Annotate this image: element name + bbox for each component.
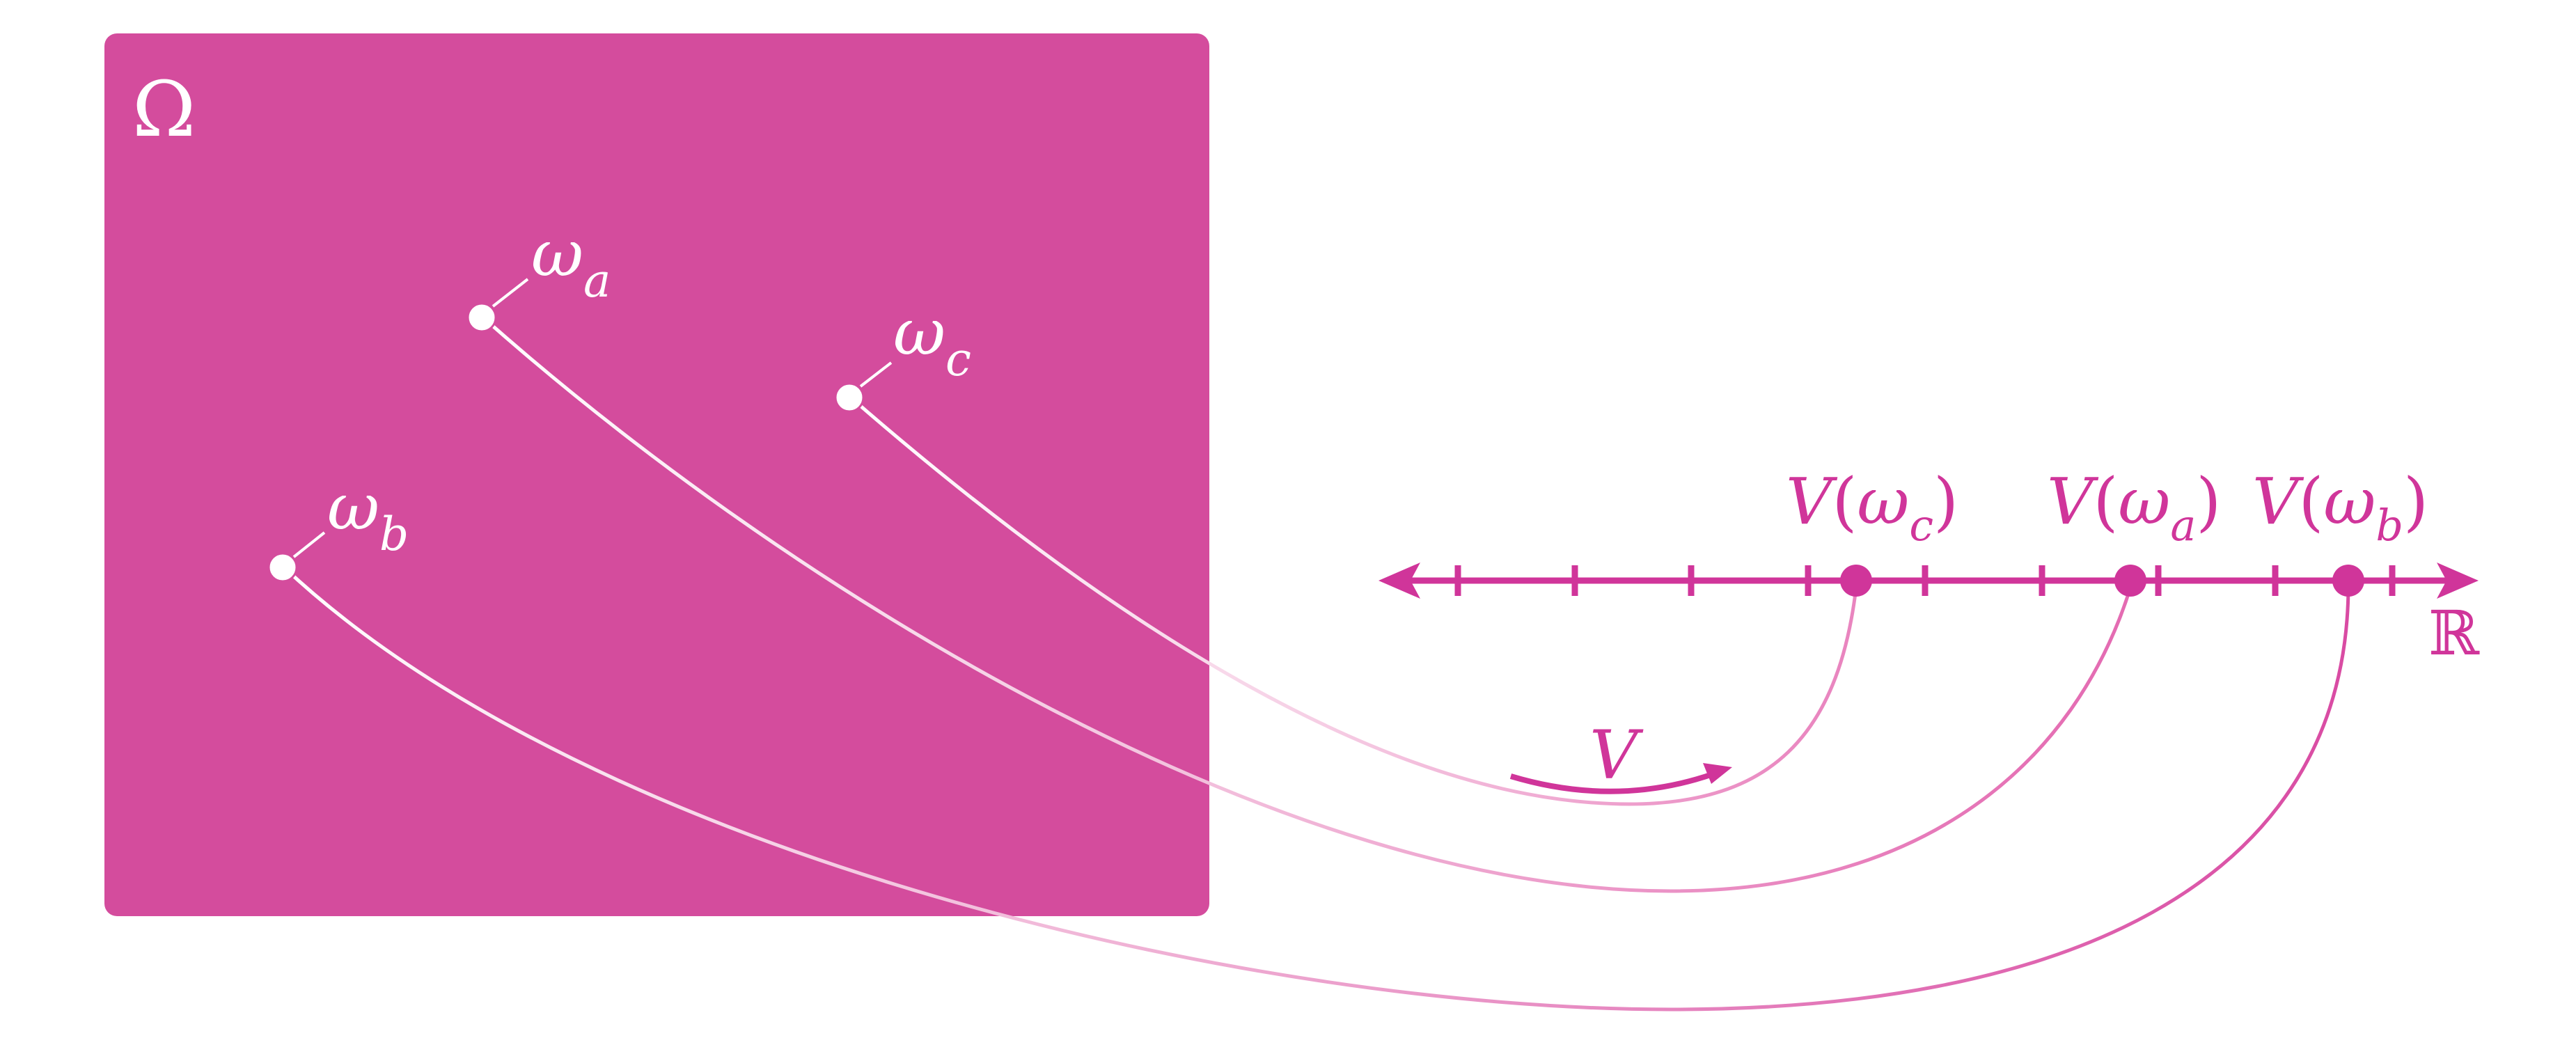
real-line-arrow-right xyxy=(2437,563,2479,599)
image-b-label: V(ωb) xyxy=(2252,464,2428,551)
outcome-a: ωa xyxy=(466,217,611,333)
outcome-b-label: ωb xyxy=(327,470,409,561)
outcome-c: ωc xyxy=(834,295,971,413)
mapping-curve-a xyxy=(482,317,2133,893)
outcome-b-point xyxy=(267,552,298,583)
real-line-ticks xyxy=(1454,565,2396,596)
image-point-a: V(ωa) xyxy=(2047,464,2221,597)
image-b-dot xyxy=(2332,565,2364,597)
outcome-a-point xyxy=(466,302,497,333)
mapping-arrow-head xyxy=(1703,763,1732,784)
outcome-c-leader xyxy=(859,361,893,388)
sample-space-box xyxy=(104,33,1209,916)
real-line-arrow-left xyxy=(1379,563,1420,599)
outcome-c-label: ωc xyxy=(893,295,971,386)
mapping-arrow-shaft xyxy=(1509,771,1714,794)
real-number-line: ℝ xyxy=(1379,563,2480,669)
outcome-c-point xyxy=(834,382,865,413)
image-c-label: V(ωc) xyxy=(1786,464,1958,551)
image-point-b: V(ωb) xyxy=(2252,464,2428,597)
mapping-curve-b xyxy=(283,566,2350,1012)
image-a-dot xyxy=(2114,565,2146,597)
real-line-label: ℝ xyxy=(2428,597,2480,669)
sample-space-label: Ω xyxy=(132,65,196,154)
outcome-a-leader xyxy=(492,278,529,308)
outcome-a-label: ωa xyxy=(531,217,611,308)
mapping-annotation: V xyxy=(1509,716,1732,794)
image-a-label: V(ωa) xyxy=(2047,464,2221,551)
image-c-dot xyxy=(1840,565,1872,597)
image-point-c: V(ωc) xyxy=(1786,464,1958,597)
mapping-label: V xyxy=(1589,716,1644,794)
outcome-b-leader xyxy=(292,531,326,558)
outcome-b: ωb xyxy=(267,470,409,583)
mapping-curve-c xyxy=(849,396,1858,806)
